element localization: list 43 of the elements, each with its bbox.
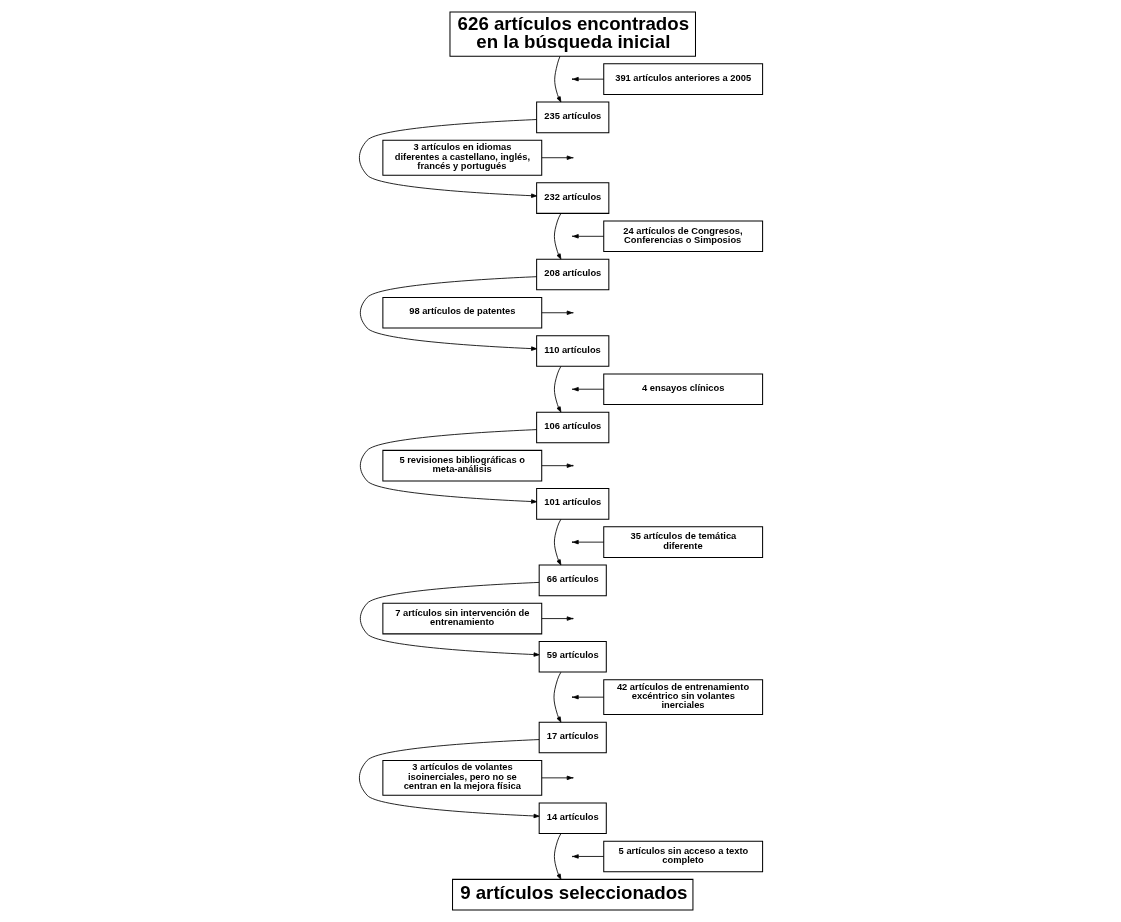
arrow [553, 366, 561, 413]
arrow [572, 387, 604, 392]
arrow [553, 213, 561, 260]
node-box: 7 artículos sin intervención de entrenamiento [381, 602, 542, 635]
node-box: 3 artículos en idiomas diferentes a castellano, inglés, francés y portugués [381, 139, 542, 176]
node-box: 232 artículos [535, 182, 609, 214]
node-box: 101 artículos [535, 488, 609, 520]
arrow [553, 671, 561, 723]
node-box: 626 artículos encontrados en la búsqueda inicial [448, 11, 696, 57]
arrow [358, 119, 537, 198]
arrow [572, 234, 604, 239]
arrow [572, 76, 604, 82]
arrow [359, 276, 537, 351]
node-box: 9 artículos seleccionados [451, 878, 693, 911]
node-box: 4 ensayos clínicos [602, 373, 763, 405]
node-box: 14 artículos [538, 802, 607, 834]
node-box: 106 artículos [535, 411, 609, 444]
node-box: 391 artículos anteriores a 2005 [602, 63, 763, 95]
arrow [572, 694, 604, 700]
arrow [359, 429, 537, 504]
node-box: 235 artículos [535, 101, 609, 134]
arrow [358, 739, 540, 819]
node-box: 42 artículos de entrenamiento excéntrico sin volantes inerciales [602, 679, 763, 716]
arrow [553, 833, 561, 880]
node-box: 59 artículos [538, 641, 607, 673]
arrow [540, 463, 573, 468]
node-box: 5 revisiones bibliográficas o meta-análisis [381, 449, 542, 482]
arrow [540, 310, 573, 315]
node-box: 110 artículos [535, 335, 609, 367]
node-box: 17 artículos [538, 721, 607, 754]
arrow [359, 581, 540, 657]
node-box: 66 artículos [538, 564, 607, 597]
arrow [553, 55, 561, 103]
arrow [540, 155, 573, 160]
node-box: 208 artículos [535, 258, 609, 291]
node-box: 35 artículos de temática diferente [602, 526, 763, 558]
arrow [572, 539, 604, 545]
node-box: 24 artículos de Congresos, Conferencias o Simposios [602, 220, 763, 253]
arrow [553, 518, 561, 566]
node-box: 3 artículos de volantes isoinerciales, pero no se centran en la mejora física [381, 759, 542, 796]
node-box: 98 artículos de patentes [381, 296, 542, 329]
node-box: 5 artículos sin acceso a texto completo [602, 840, 763, 873]
arrow [540, 775, 573, 781]
